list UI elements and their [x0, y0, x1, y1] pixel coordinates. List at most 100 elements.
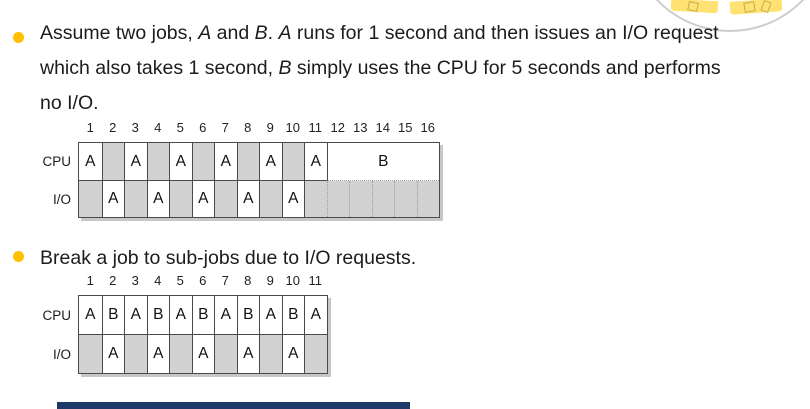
tick-label: 4: [154, 273, 162, 288]
tick-label: 6: [199, 120, 207, 135]
tick-label: 11: [308, 273, 323, 288]
job-slot-a: A: [146, 335, 169, 373]
tick-label: 11: [308, 120, 323, 135]
idle-slot: [101, 143, 124, 181]
idle-slot: [146, 143, 169, 181]
tick-label: 8: [244, 120, 252, 135]
text-line: which also takes 1 second, B simply uses…: [40, 51, 805, 86]
idle-slot: [124, 181, 147, 217]
job-slot-b: B: [101, 296, 124, 335]
text-line: no I/O.: [40, 86, 805, 121]
idle-slot: [416, 181, 439, 217]
tick-label: 15: [398, 120, 413, 135]
text-segment: which also takes 1 second,: [40, 57, 279, 79]
text-segment: Assume two jobs,: [40, 22, 199, 44]
job-slot-a: A: [281, 181, 304, 217]
job-slot-a: A: [214, 296, 237, 335]
seal-glyph: [743, 1, 756, 13]
job-variable: B: [254, 22, 268, 44]
job-slot-a: A: [101, 181, 124, 217]
text-segment: runs for 1 second and then issues an I/O…: [291, 22, 719, 44]
idle-slot: [259, 335, 282, 373]
bullet-marker: [13, 251, 24, 262]
job-slot-a: A: [236, 181, 259, 217]
text-segment: Break a job to sub-jobs due to I/O reque…: [40, 247, 417, 269]
tick-label: 2: [109, 120, 117, 135]
tick-label: 3: [131, 120, 139, 135]
row-label-cpu: CPU: [42, 307, 71, 323]
tick-label: 12: [330, 120, 345, 135]
job-slot-a: A: [124, 143, 147, 181]
idle-slot: [326, 181, 349, 217]
row-label-io: I/O: [52, 347, 71, 362]
row-label-cpu: CPU: [42, 154, 71, 169]
idle-slot: [169, 335, 192, 373]
row-labels: CPU I/O: [23, 295, 78, 374]
idle-slot: [349, 181, 372, 217]
tick-label: 10: [285, 120, 300, 135]
tick-label: 9: [266, 273, 274, 288]
job-slot-a: A: [191, 181, 214, 217]
idle-slot: [304, 335, 327, 373]
job-slot-a: A: [214, 143, 237, 181]
idle-slot: [79, 181, 102, 217]
idle-slot: [191, 143, 214, 181]
footer-bar: [57, 402, 410, 409]
job-slot-a: A: [191, 335, 214, 373]
idle-slot: [214, 335, 237, 373]
tick-label: 1: [86, 273, 94, 288]
text-segment: .: [267, 22, 279, 44]
job-slot-a: A: [169, 296, 192, 335]
tick-label: 3: [131, 273, 139, 288]
tick-label: 6: [199, 273, 207, 288]
bullet-marker: [13, 32, 24, 43]
idle-slot: [79, 335, 102, 373]
bullet-text-subjobs: Break a job to sub-jobs due to I/O reque…: [40, 241, 805, 276]
job-slot-a: A: [236, 335, 259, 373]
tick-label: 8: [244, 273, 252, 288]
job-slot-a: A: [101, 335, 124, 373]
text-segment: and: [211, 22, 255, 44]
idle-slot: [214, 181, 237, 217]
row-labels: CPU I/O: [23, 142, 78, 218]
job-variable: B: [278, 57, 292, 79]
text-line: Break a job to sub-jobs due to I/O reque…: [40, 241, 805, 276]
job-slot-a: A: [259, 296, 282, 335]
job-variable: A: [198, 22, 212, 44]
job-variable: A: [278, 22, 292, 44]
tick-label: 16: [420, 120, 435, 135]
text-segment: simply uses the CPU for 5 seconds and pe…: [291, 57, 721, 79]
job-slot-b: B: [236, 296, 259, 335]
tick-label: 7: [221, 273, 229, 288]
tick-label: 7: [221, 120, 229, 135]
text-segment: no I/O.: [40, 92, 99, 114]
row-label-io: I/O: [52, 192, 71, 207]
text-line: Assume two jobs, A and B. A runs for 1 s…: [40, 16, 805, 51]
idle-slot: [304, 181, 327, 217]
job-slot-a: A: [169, 143, 192, 181]
tick-label: 4: [154, 120, 162, 135]
tick-label: 5: [176, 273, 184, 288]
idle-slot: [394, 181, 417, 217]
job-slot-a: A: [79, 143, 102, 181]
tick-label: 9: [266, 120, 274, 135]
job-slot-a: A: [124, 296, 147, 335]
idle-slot: [281, 143, 304, 181]
job-slot-b: B: [281, 296, 304, 335]
job-slot-a: A: [146, 181, 169, 217]
idle-slot: [371, 181, 394, 217]
tick-label: 1: [86, 120, 94, 135]
tick-label: 14: [375, 120, 390, 135]
idle-slot: [259, 181, 282, 217]
seal-glyph: [687, 1, 699, 12]
tick-label: 10: [285, 273, 300, 288]
idle-slot: [169, 181, 192, 217]
